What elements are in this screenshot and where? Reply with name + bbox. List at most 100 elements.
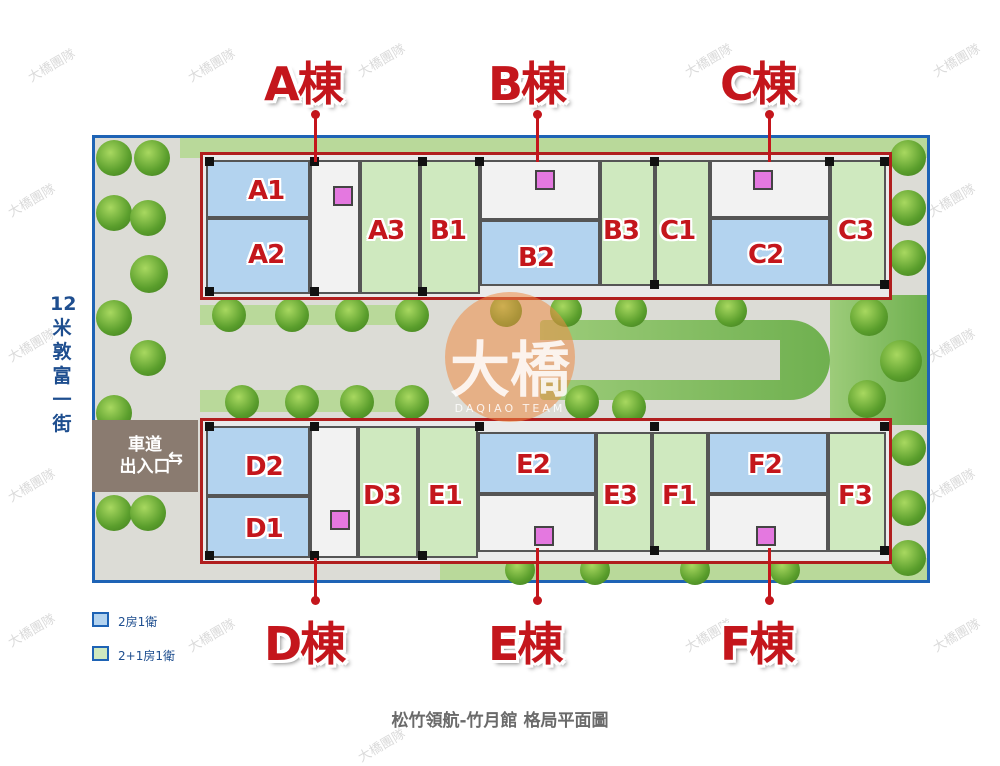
watermark: 大橋團隊 <box>930 616 984 656</box>
tree <box>212 298 246 332</box>
tree <box>275 298 309 332</box>
tree <box>96 140 132 176</box>
column <box>880 157 889 166</box>
tree <box>225 385 259 419</box>
unit-a3-floor <box>360 160 420 294</box>
watermark: 大橋團隊 <box>5 611 59 651</box>
column <box>205 422 214 431</box>
column <box>475 157 484 166</box>
pin-dot-c <box>765 110 774 119</box>
unit-label-b1: B1 <box>430 216 467 246</box>
pin-line-a <box>314 112 317 162</box>
tree <box>130 255 168 293</box>
elevator-a <box>333 186 353 206</box>
column <box>825 157 834 166</box>
unit-label-a2: A2 <box>248 240 285 270</box>
unit-label-c2: C2 <box>748 240 784 270</box>
building-label-c: C棟 <box>720 57 798 111</box>
watermark: 大橋團隊 <box>930 41 984 81</box>
unit-label-c3: C3 <box>838 216 874 246</box>
elevator-b <box>535 170 555 190</box>
unit-label-d3: D3 <box>363 481 402 511</box>
unit-label-d1: D1 <box>245 514 284 544</box>
tree <box>134 140 170 176</box>
elevator-c <box>753 170 773 190</box>
unit-label-f1: F1 <box>662 481 697 511</box>
unit-c3-floor <box>830 160 886 286</box>
pin-dot-b <box>533 110 542 119</box>
unit-d2-floor <box>206 426 310 496</box>
unit-f1-floor <box>652 432 708 552</box>
unit-f3-floor <box>828 432 886 552</box>
column <box>205 157 214 166</box>
unit-b3-floor <box>600 160 655 286</box>
pin-line-f <box>768 548 771 602</box>
pin-line-b <box>536 112 539 162</box>
logo-text: 大橋 <box>450 336 570 406</box>
elevator-f <box>756 526 776 546</box>
pin-dot-d <box>311 596 320 605</box>
column <box>650 546 659 555</box>
elevator-d <box>330 510 350 530</box>
watermark: 大橋團隊 <box>355 41 409 81</box>
driveway-label-line1: 車道 <box>128 435 162 455</box>
tree <box>850 298 888 336</box>
column <box>650 280 659 289</box>
unit-b2-floor <box>480 220 600 286</box>
tree <box>335 298 369 332</box>
unit-label-e2: E2 <box>516 450 551 480</box>
unit-d3-floor <box>358 426 418 558</box>
column <box>650 422 659 431</box>
stair-core-b <box>480 160 600 220</box>
tree <box>395 298 429 332</box>
tree <box>395 385 429 419</box>
column <box>880 422 889 431</box>
building-label-e: E棟 <box>488 617 563 671</box>
tree <box>890 540 926 576</box>
legend-label-2plus1room: 2+1房1衛 <box>118 649 175 663</box>
building-label-a: A棟 <box>264 57 344 111</box>
pin-dot-a <box>311 110 320 119</box>
column <box>205 551 214 560</box>
column <box>475 422 484 431</box>
tree <box>890 190 926 226</box>
column <box>310 551 319 560</box>
unit-e1-floor <box>418 426 478 558</box>
logo-circle <box>445 292 575 422</box>
unit-label-d2: D2 <box>245 452 284 482</box>
tree <box>890 430 926 466</box>
walkway <box>540 340 780 380</box>
company-logo: 大橋 DAQIAO TEAM <box>420 292 600 432</box>
unit-e2-floor <box>478 432 596 494</box>
driveway-entrance-text: 出入口 <box>119 457 171 477</box>
stair-core-d <box>310 426 358 558</box>
street-name: 12米敦富一街 <box>50 293 77 435</box>
tree <box>715 295 747 327</box>
unit-label-f3: F3 <box>838 481 873 511</box>
column <box>418 551 427 560</box>
watermark: 大橋團隊 <box>25 46 79 86</box>
pin-line-e <box>536 548 539 602</box>
legend-label-2room: 2房1衛 <box>118 615 158 629</box>
tree <box>890 490 926 526</box>
unit-label-f2: F2 <box>748 450 783 480</box>
unit-f2-floor <box>708 432 828 494</box>
watermark: 大橋團隊 <box>5 466 59 506</box>
unit-e3-floor <box>596 432 652 552</box>
legend-swatch-blue <box>92 612 109 627</box>
tree <box>130 200 166 236</box>
arrows-icon: ⇆ <box>168 448 184 469</box>
column <box>418 157 427 166</box>
caption: 松竹領航-竹月館 格局平面圖 <box>391 711 609 731</box>
building-label-d: D棟 <box>264 617 346 671</box>
legend-swatch-green <box>92 646 109 661</box>
watermark: 大橋團隊 <box>185 616 239 656</box>
logo-subtext: DAQIAO TEAM <box>454 402 566 415</box>
column <box>650 157 659 166</box>
tree <box>340 385 374 419</box>
building-label-b: B棟 <box>488 57 567 111</box>
tree <box>880 340 922 382</box>
unit-label-e1: E1 <box>428 481 463 511</box>
unit-label-a3: A3 <box>368 216 405 246</box>
watermark: 大橋團隊 <box>925 466 979 506</box>
